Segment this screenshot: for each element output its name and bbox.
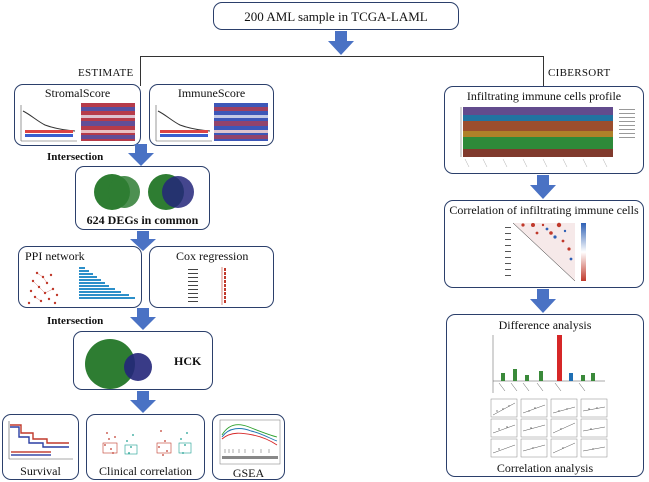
immune-score-title: ImmuneScore: [177, 86, 246, 100]
immune-correlation-title: Correlation of infiltrating immune cells: [449, 203, 639, 217]
survival-label: Survival: [20, 464, 61, 478]
ppi-network-plot: [27, 267, 135, 305]
top-title-box: 200 AML sample in TCGA-LAML: [213, 2, 459, 30]
correlation-analysis-scatter-grid: [490, 398, 608, 458]
hck-label: HCK: [174, 354, 202, 368]
clinical-correlation-label: Clinical correlation: [99, 464, 192, 478]
correlation-analysis-title: Correlation analysis: [496, 461, 594, 475]
ppi-network-box: PPI network: [18, 246, 142, 308]
hck-box: HCK: [73, 331, 213, 390]
immune-profile-stacked-bars: [460, 107, 635, 168]
clinical-correlation-box: Clinical correlation: [86, 414, 205, 480]
stromal-score-box: StromalScore: [14, 84, 141, 146]
clinical-correlation-plot: [102, 430, 192, 456]
immune-profile-box: Infiltrating immune cells profile: [444, 86, 644, 174]
degs-label: 624 DEGs in common: [86, 213, 199, 227]
stromal-score-plot: [20, 103, 135, 142]
top-title: 200 AML sample in TCGA-LAML: [244, 9, 428, 24]
intersection-label-1: Intersection: [47, 151, 104, 163]
arrow-down-icon: [328, 31, 354, 55]
branch-line-left: [140, 56, 142, 86]
intersection-label-2: Intersection: [47, 315, 104, 327]
immune-score-plot: [155, 103, 268, 142]
cox-regression-box: Cox regression: [149, 246, 274, 308]
arrow-down-icon: [130, 308, 156, 330]
survival-box: Survival: [2, 414, 79, 480]
difference-analysis-title: Difference analysis: [498, 318, 592, 332]
immune-profile-title: Infiltrating immune cells profile: [466, 89, 622, 103]
immune-score-box: ImmuneScore: [149, 84, 274, 146]
hck-venn-diagram: [85, 339, 152, 389]
arrow-down-icon: [530, 175, 556, 199]
gsea-enrichment-plot: [219, 419, 281, 465]
stromal-score-title: StromalScore: [44, 86, 111, 100]
cox-forest-plot: [188, 267, 226, 305]
gsea-label: GSEA: [232, 466, 265, 480]
degs-venn-diagrams: [94, 174, 194, 210]
branch-label-cibersort: CIBERSORT: [548, 67, 611, 79]
cox-regression-title: Cox regression: [176, 249, 249, 263]
immune-correlation-box: Correlation of infiltrating immune cells: [444, 200, 644, 288]
immune-correlation-matrix: [505, 222, 586, 282]
arrow-down-icon: [130, 231, 156, 251]
gsea-box: GSEA: [212, 414, 285, 480]
analysis-box: Difference analysis: [446, 314, 644, 477]
branch-label-estimate: ESTIMATE: [78, 67, 134, 79]
difference-analysis-plot: [492, 335, 605, 393]
arrow-down-icon: [130, 391, 156, 413]
branch-line-right: [543, 56, 545, 86]
degs-venn-box: 624 DEGs in common: [75, 166, 210, 230]
survival-curve-plot: [8, 421, 73, 460]
ppi-network-title: PPI network: [25, 249, 85, 263]
branch-line-horizontal: [140, 56, 544, 58]
arrow-down-icon: [530, 289, 556, 313]
arrow-down-icon: [128, 144, 154, 166]
